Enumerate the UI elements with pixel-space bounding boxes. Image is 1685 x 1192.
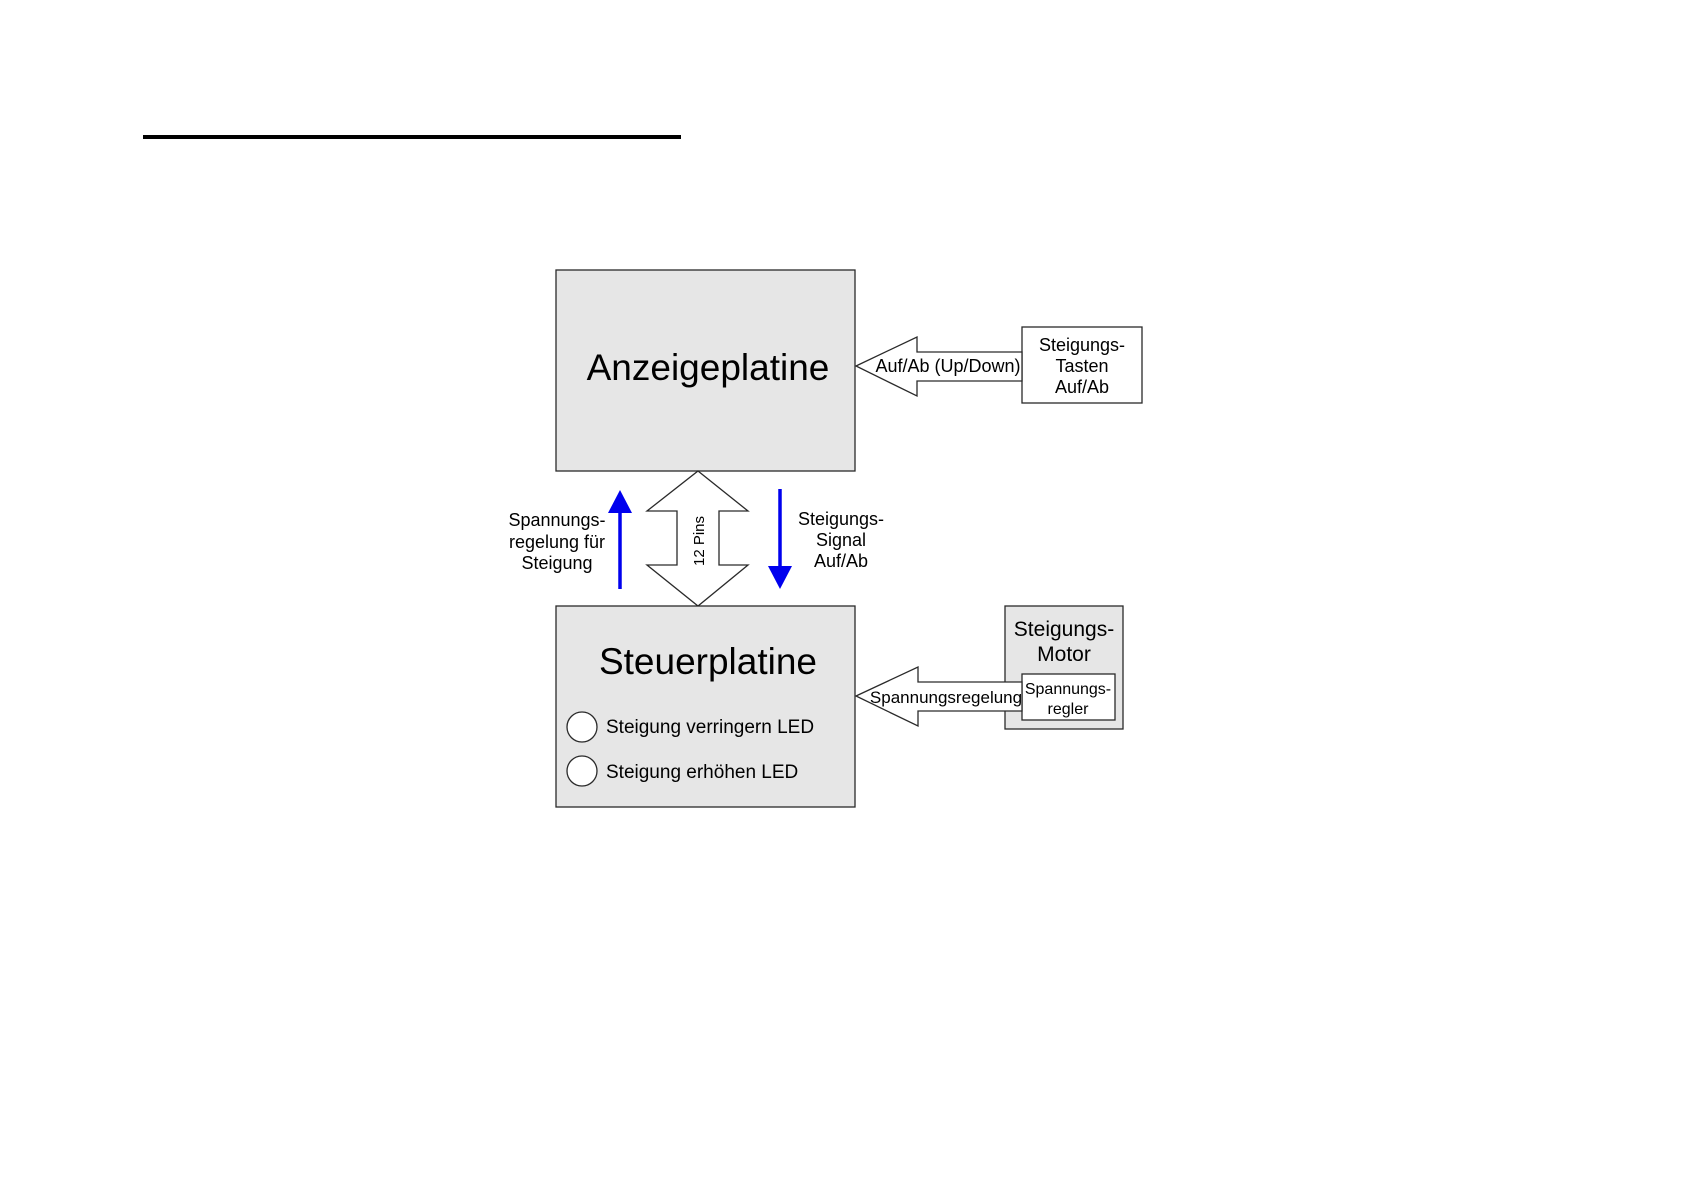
incline-motor-line-2: Motor bbox=[1037, 643, 1091, 666]
display-board-label: Anzeigeplatine bbox=[587, 347, 830, 388]
display-board: Anzeigeplatine bbox=[556, 270, 855, 471]
incline-motor-box: Steigungs- Motor Spannungs- regler bbox=[1005, 606, 1123, 729]
increase-incline-led-icon bbox=[567, 756, 597, 786]
voltage-regulation-caption-line-2: regelung für bbox=[509, 532, 605, 552]
pin-connector-label: 12 Pins bbox=[691, 516, 708, 566]
motor-to-control-arrow: Spannungsregelung bbox=[856, 667, 1022, 726]
voltage-regulation-caption-line-3: Steigung bbox=[521, 553, 592, 573]
voltage-regulation-up-arrow bbox=[608, 490, 632, 589]
incline-motor-line-1: Steigungs- bbox=[1014, 618, 1114, 641]
control-board: Steuerplatine Steigung verringern LED St… bbox=[556, 606, 855, 807]
incline-keys-line-2: Tasten bbox=[1055, 356, 1108, 376]
incline-signal-down-arrow bbox=[768, 489, 792, 589]
voltage-regulation-caption: Spannungs- regelung für Steigung bbox=[508, 510, 605, 573]
incline-signal-down-head bbox=[768, 566, 792, 589]
control-board-label: Steuerplatine bbox=[599, 641, 817, 682]
decrease-incline-led-icon bbox=[567, 712, 597, 742]
voltage-regulator-line-1: Spannungs- bbox=[1025, 681, 1111, 698]
incline-signal-caption: Steigungs- Signal Auf/Ab bbox=[798, 509, 884, 571]
pin-connector-arrow: 12 Pins bbox=[647, 471, 748, 606]
motor-to-control-arrow-label: Spannungsregelung bbox=[870, 688, 1022, 707]
increase-incline-led-label: Steigung erhöhen LED bbox=[606, 762, 798, 783]
incline-keys-line-3: Auf/Ab bbox=[1055, 377, 1109, 397]
voltage-regulation-caption-line-1: Spannungs- bbox=[508, 510, 605, 530]
voltage-regulator-line-2: regler bbox=[1048, 701, 1090, 718]
decrease-incline-led-label: Steigung verringern LED bbox=[606, 717, 814, 738]
incline-keys-box: Steigungs- Tasten Auf/Ab bbox=[1022, 327, 1142, 403]
keys-to-display-arrow-label: Auf/Ab (Up/Down) bbox=[875, 356, 1020, 376]
incline-signal-caption-line-3: Auf/Ab bbox=[814, 551, 868, 571]
keys-to-display-arrow: Auf/Ab (Up/Down) bbox=[856, 337, 1022, 396]
block-diagram: Anzeigeplatine Steigungs- Tasten Auf/Ab … bbox=[0, 0, 1568, 1109]
voltage-regulation-up-head bbox=[608, 490, 632, 513]
incline-signal-caption-line-1: Steigungs- bbox=[798, 509, 884, 529]
incline-keys-line-1: Steigungs- bbox=[1039, 335, 1125, 355]
incline-signal-caption-line-2: Signal bbox=[816, 530, 866, 550]
